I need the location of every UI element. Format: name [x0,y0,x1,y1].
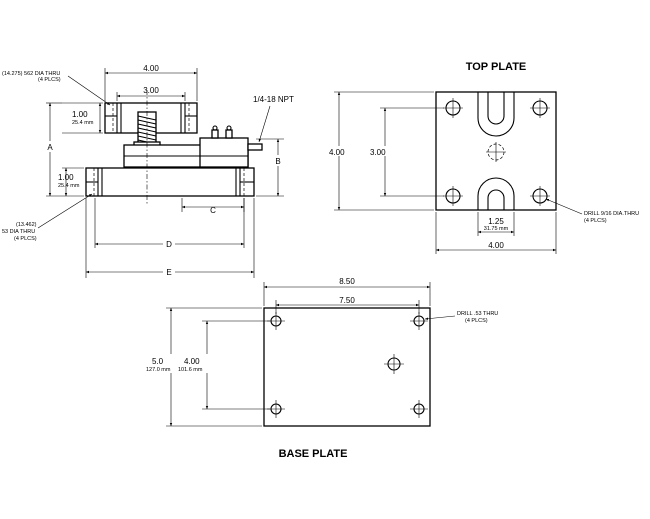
base-plate-dim-width: 8.50 [339,277,355,286]
top-plate-dim-height: 4.00 [329,148,345,157]
top-plate-dim-slot-mm: 31.75 mm [484,226,509,232]
top-plate-title: TOP PLATE [466,61,527,73]
side-base-thickness: 1.00 [58,173,74,182]
base-plate-hole [410,312,428,330]
base-plate-hole [410,400,428,418]
top-plate-view: TOP PLATE 4.00 3.00 1.25 31.75 mm [326,61,639,254]
base-plate-center-hole [384,354,404,374]
base-plate-drill-note-1: DRILL .53 THRU [457,311,498,317]
base-plate-drill-note-2: (4 PLCS) [465,318,488,324]
side-label-e: E [166,268,171,277]
top-plate-hole [530,186,550,206]
base-plate-outline [263,307,431,427]
side-top-thickness: 1.00 [72,110,88,119]
base-plate-title: BASE PLATE [279,448,348,460]
side-bottom-hole-note-1: (13.462) [16,222,37,228]
base-plate-dim-inner-width: 7.50 [339,296,355,305]
base-plate-dim-height-mm: 127.0 mm [146,367,171,373]
side-bottom-hole-note-3: (4 PLCS) [14,236,37,242]
base-plate-dim-inner-height-mm: 101.6 mm [178,367,203,373]
top-plate-hole [443,186,463,206]
side-label-c: C [210,206,216,215]
base-plate-hole [267,400,285,418]
side-base-thickness-mm: 25.4 mm [58,183,80,189]
top-plate-dim-inner: 3.00 [370,148,386,157]
side-base-plate [85,167,255,197]
side-label-a: A [47,143,53,152]
side-dim-top-width: 4.00 [143,64,159,73]
top-plate-slot-top [477,92,515,137]
top-plate-hole [443,98,463,118]
side-label-b: B [275,157,280,166]
top-plate-drill-note-1: DRILL 9/16 DIA.THRU [584,211,639,217]
top-plate-dim-width: 4.00 [488,241,504,250]
side-dim-top-inner: 3.00 [143,86,159,95]
top-plate-slot-bottom [477,177,515,210]
side-npt-note: 1/4-18 NPT [253,95,294,104]
top-plate-drill-note-2: (4 PLCS) [584,218,607,224]
side-view: 4.00 3.00 (14.275) 562 DIA THRU (4 PLCS)… [2,64,294,278]
side-label-d: D [166,240,172,249]
base-plate-dim-height: 5.0 [152,357,164,366]
side-top-thickness-mm: 25.4 mm [72,120,94,126]
side-bottom-hole-note-2: 53 DIA THRU [2,229,35,235]
side-top-hole-note-1: (14.275) 562 DIA THRU [2,71,60,77]
side-top-hole-note-2: (4 PLCS) [38,77,61,83]
top-plate-dim-slot: 1.25 [488,217,504,226]
top-plate-hole [530,98,550,118]
base-plate-view: 8.50 7.50 5.0 127.0 mm 4.00 101.6 mm DRI… [146,277,498,460]
base-plate-dim-inner-height: 4.00 [184,357,200,366]
